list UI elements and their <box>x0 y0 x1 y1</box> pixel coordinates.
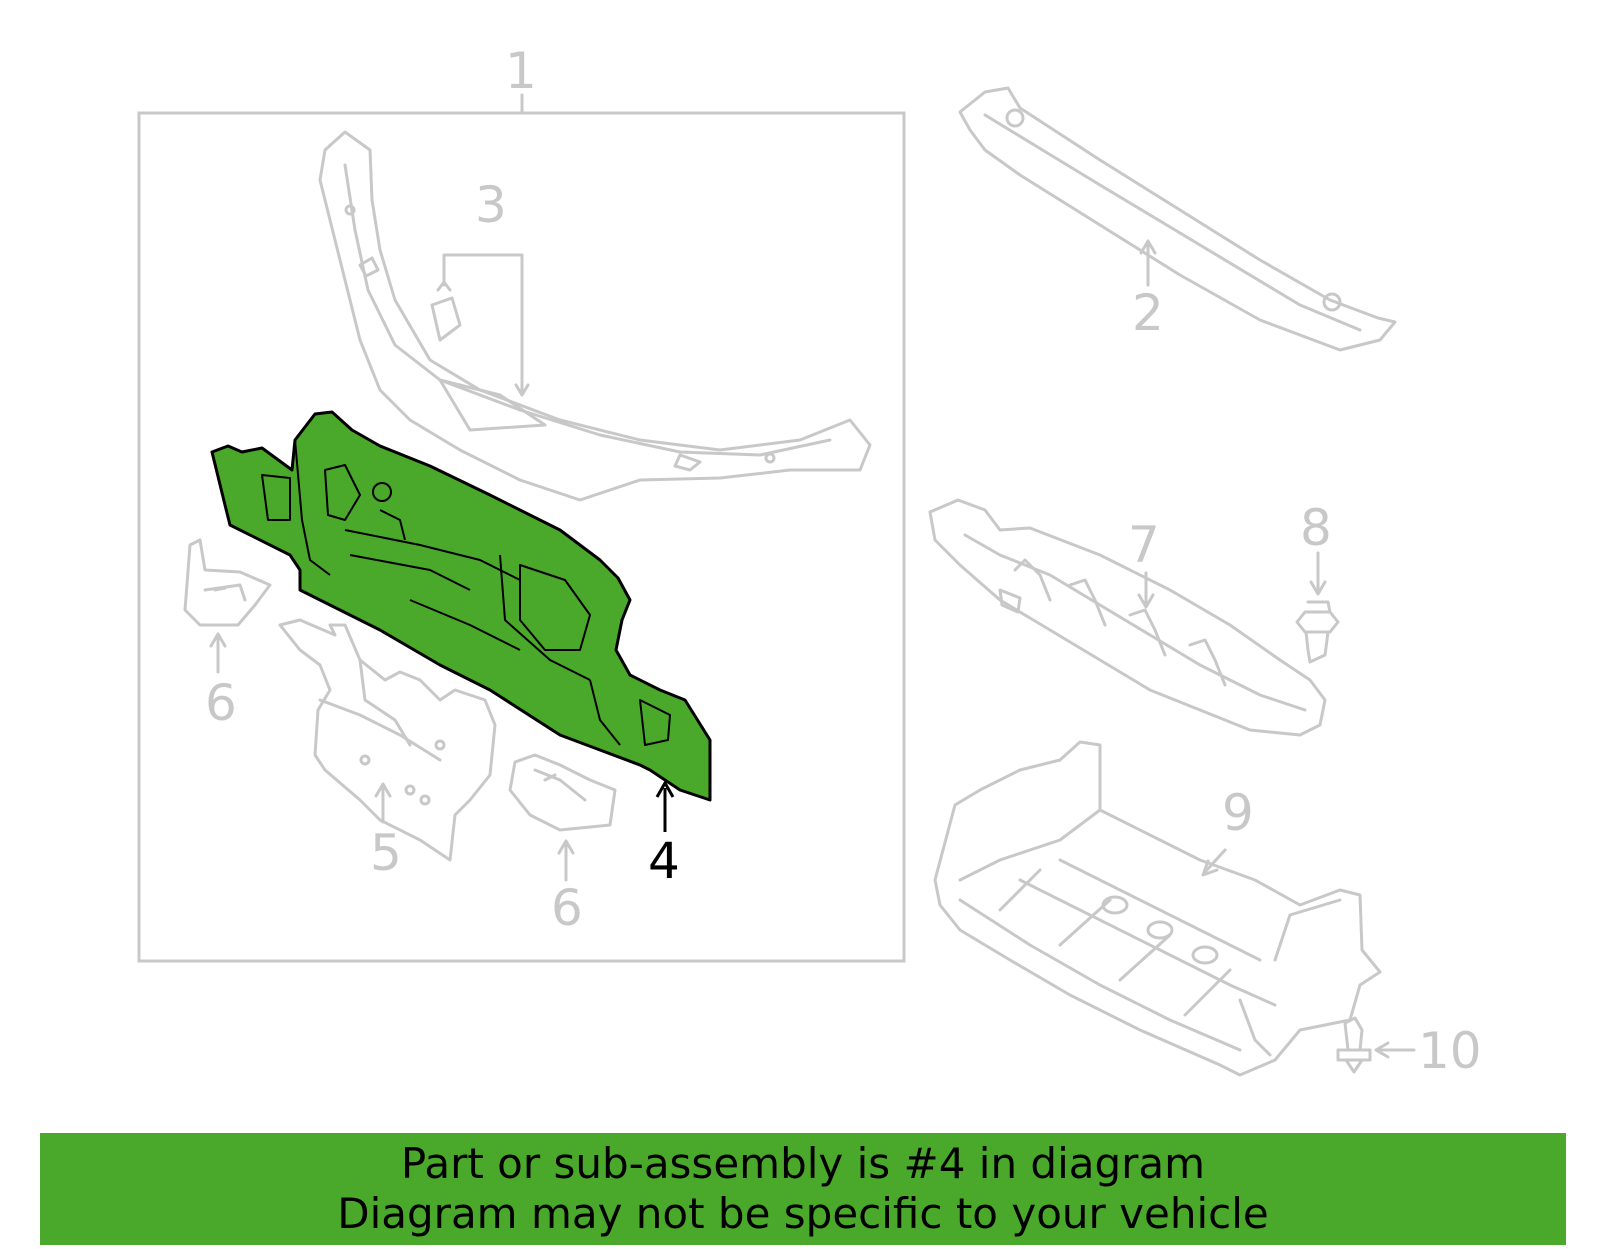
callout-2: 2 <box>1132 284 1164 342</box>
callout-4-arrow <box>655 779 675 832</box>
banner-line-1: Part or sub-assembly is #4 in diagram <box>400 1139 1206 1188</box>
part-9: 9 <box>933 740 1382 1077</box>
callout-5: 5 <box>370 824 402 882</box>
banner-line-2: Diagram may not be specific to your vehi… <box>337 1189 1269 1238</box>
part-6-left: 6 <box>183 538 272 732</box>
part-2: 2 <box>958 86 1397 352</box>
part-8: 8 <box>1295 499 1340 664</box>
part-5: 5 <box>278 618 497 882</box>
callout-1: 1 <box>505 42 537 100</box>
part-10: 10 <box>1336 1016 1482 1080</box>
callout-8: 8 <box>1300 499 1332 557</box>
part-3: 3 <box>430 176 530 397</box>
part-4-highlighted <box>210 410 712 802</box>
callout-10: 10 <box>1418 1022 1482 1080</box>
part-6-bottom: 6 <box>508 753 617 937</box>
callout-4: 4 <box>648 832 680 890</box>
info-banner: Part or sub-assembly is #4 in diagram Di… <box>40 1133 1566 1245</box>
part-7: 7 <box>928 498 1327 737</box>
callout-9: 9 <box>1222 784 1254 842</box>
callout-3: 3 <box>475 176 507 234</box>
upper-radiator-support <box>318 130 872 502</box>
callout-6-bottom: 6 <box>551 879 583 937</box>
callout-6-left: 6 <box>205 674 237 732</box>
callout-7: 7 <box>1128 516 1160 574</box>
